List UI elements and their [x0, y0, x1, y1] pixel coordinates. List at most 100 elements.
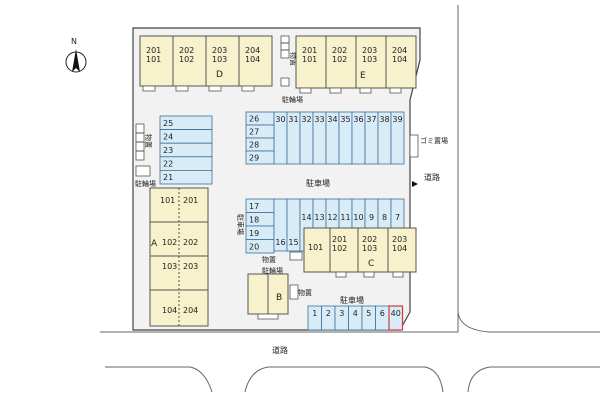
parking-space-number: 33 — [314, 115, 324, 124]
parking-label-vertical: 駐車場 — [236, 214, 245, 235]
garbage-label: ゴミ置場 — [420, 136, 448, 145]
parking-space-number: 2 — [326, 309, 331, 318]
parking-space-number: 6 — [380, 309, 385, 318]
parking-space-number: 3 — [339, 309, 344, 318]
north-arrow-icon — [72, 49, 80, 72]
parking-space-number: 16 — [275, 238, 285, 247]
unit-label: 104 — [162, 306, 177, 315]
unit-label: 101 — [160, 196, 175, 205]
storage-box — [289, 284, 299, 300]
parking-space-number: 18 — [249, 215, 259, 224]
storage-left: 物置 駐輪場 — [135, 123, 156, 188]
bike-parking-label: 駐輪場 — [262, 266, 283, 275]
unit-label: 201 — [332, 235, 347, 244]
parking-space-number: 11 — [340, 213, 350, 222]
storage-label: 物置 — [144, 134, 153, 148]
bike-parking-label: 駐輪場 — [135, 179, 156, 188]
parking-space-number: 20 — [249, 242, 259, 251]
parking-space-number: 35 — [340, 115, 350, 124]
unit-label: 102 — [162, 238, 177, 247]
parking-space-number: 9 — [369, 213, 374, 222]
compass: N — [65, 37, 87, 73]
road-edge-inner — [100, 5, 459, 333]
unit-label: 101 — [302, 55, 317, 64]
unit-label: 101 — [308, 243, 323, 252]
parking-space-number: 10 — [353, 213, 363, 222]
unit-label: 104 — [392, 55, 407, 64]
parking-space-number: 31 — [288, 115, 298, 124]
unit-label: 201 — [146, 46, 161, 55]
parking-space-number: 21 — [163, 173, 173, 182]
unit-label: 104 — [392, 244, 407, 253]
parking-space-number: 30 — [275, 115, 285, 124]
road-edge-bottom-left — [105, 366, 213, 393]
unit-label: 202 — [179, 46, 194, 55]
roads — [100, 5, 600, 393]
unit-label: 204 — [245, 46, 260, 55]
parking-space-number: 27 — [249, 128, 259, 137]
parking-space-number: 15 — [288, 238, 298, 247]
parking-label-center: 駐車場 — [306, 178, 330, 188]
unit-label: 202 — [183, 238, 198, 247]
building-c-body — [303, 227, 417, 273]
unit-label: 101 — [146, 55, 161, 64]
parking-space-number: 8 — [382, 213, 387, 222]
building-b: B — [247, 273, 289, 320]
building-e-letter: E — [360, 71, 366, 81]
building-d-letter: D — [216, 70, 223, 80]
unit-label: 103 — [162, 262, 177, 271]
unit-label: 104 — [245, 55, 260, 64]
road-edge-bottom-right — [467, 366, 600, 393]
road-label-right: 道路 — [424, 172, 440, 182]
garbage-area: ゴミ置場 — [409, 134, 448, 158]
storage-label: 物置 — [298, 288, 312, 297]
storage-box — [289, 251, 303, 261]
parking-space — [245, 150, 275, 165]
bike-shed-box — [135, 165, 151, 177]
parking-space — [159, 169, 213, 185]
unit-label: 204 — [392, 46, 407, 55]
parking-space-number: 36 — [353, 115, 363, 124]
parking-space-number: 14 — [301, 213, 311, 222]
unit-label: 202 — [362, 235, 377, 244]
parking-space-number: 22 — [163, 160, 173, 169]
unit-label: 102 — [179, 55, 194, 64]
road-edge-right-curve — [457, 311, 600, 333]
parking-label-bottom: 駐車場 — [340, 295, 364, 305]
bike-parking-label: 駐輪場 — [282, 95, 303, 104]
garbage-box — [409, 134, 419, 158]
road-label-bottom: 道路 — [272, 345, 288, 355]
parking-space-number: 39 — [392, 115, 402, 124]
parking-space-number: 23 — [163, 146, 173, 155]
unit-label: 203 — [362, 46, 377, 55]
parking-space-number: 37 — [366, 115, 376, 124]
parking-space-number: 12 — [327, 213, 337, 222]
unit-label: 203 — [392, 235, 407, 244]
parking-space-number: 4 — [353, 309, 358, 318]
parking-space — [388, 305, 404, 331]
building-a-letter: A — [151, 239, 158, 249]
unit-label: 103 — [212, 55, 227, 64]
parking-space-number: 40 — [391, 309, 401, 318]
bike-shed-box — [280, 77, 290, 87]
unit-label: 204 — [183, 306, 198, 315]
building-c-letter: C — [368, 259, 374, 269]
parking-space-number: 7 — [395, 213, 400, 222]
entrance-arrow-icon — [412, 181, 418, 187]
unit-label: 102 — [332, 244, 347, 253]
unit-label: 201 — [183, 196, 198, 205]
storage-label: 物置 — [289, 52, 298, 66]
building-e: 201 101 202 102 203 103 204 104 E — [295, 35, 417, 94]
parking-space-number: 17 — [249, 202, 259, 211]
unit-label: 103 — [362, 244, 377, 253]
unit-label: 202 — [332, 46, 347, 55]
storage-box — [280, 35, 290, 59]
parking-space-number: 34 — [327, 115, 337, 124]
unit-label: 203 — [212, 46, 227, 55]
unit-label: 201 — [302, 46, 317, 55]
